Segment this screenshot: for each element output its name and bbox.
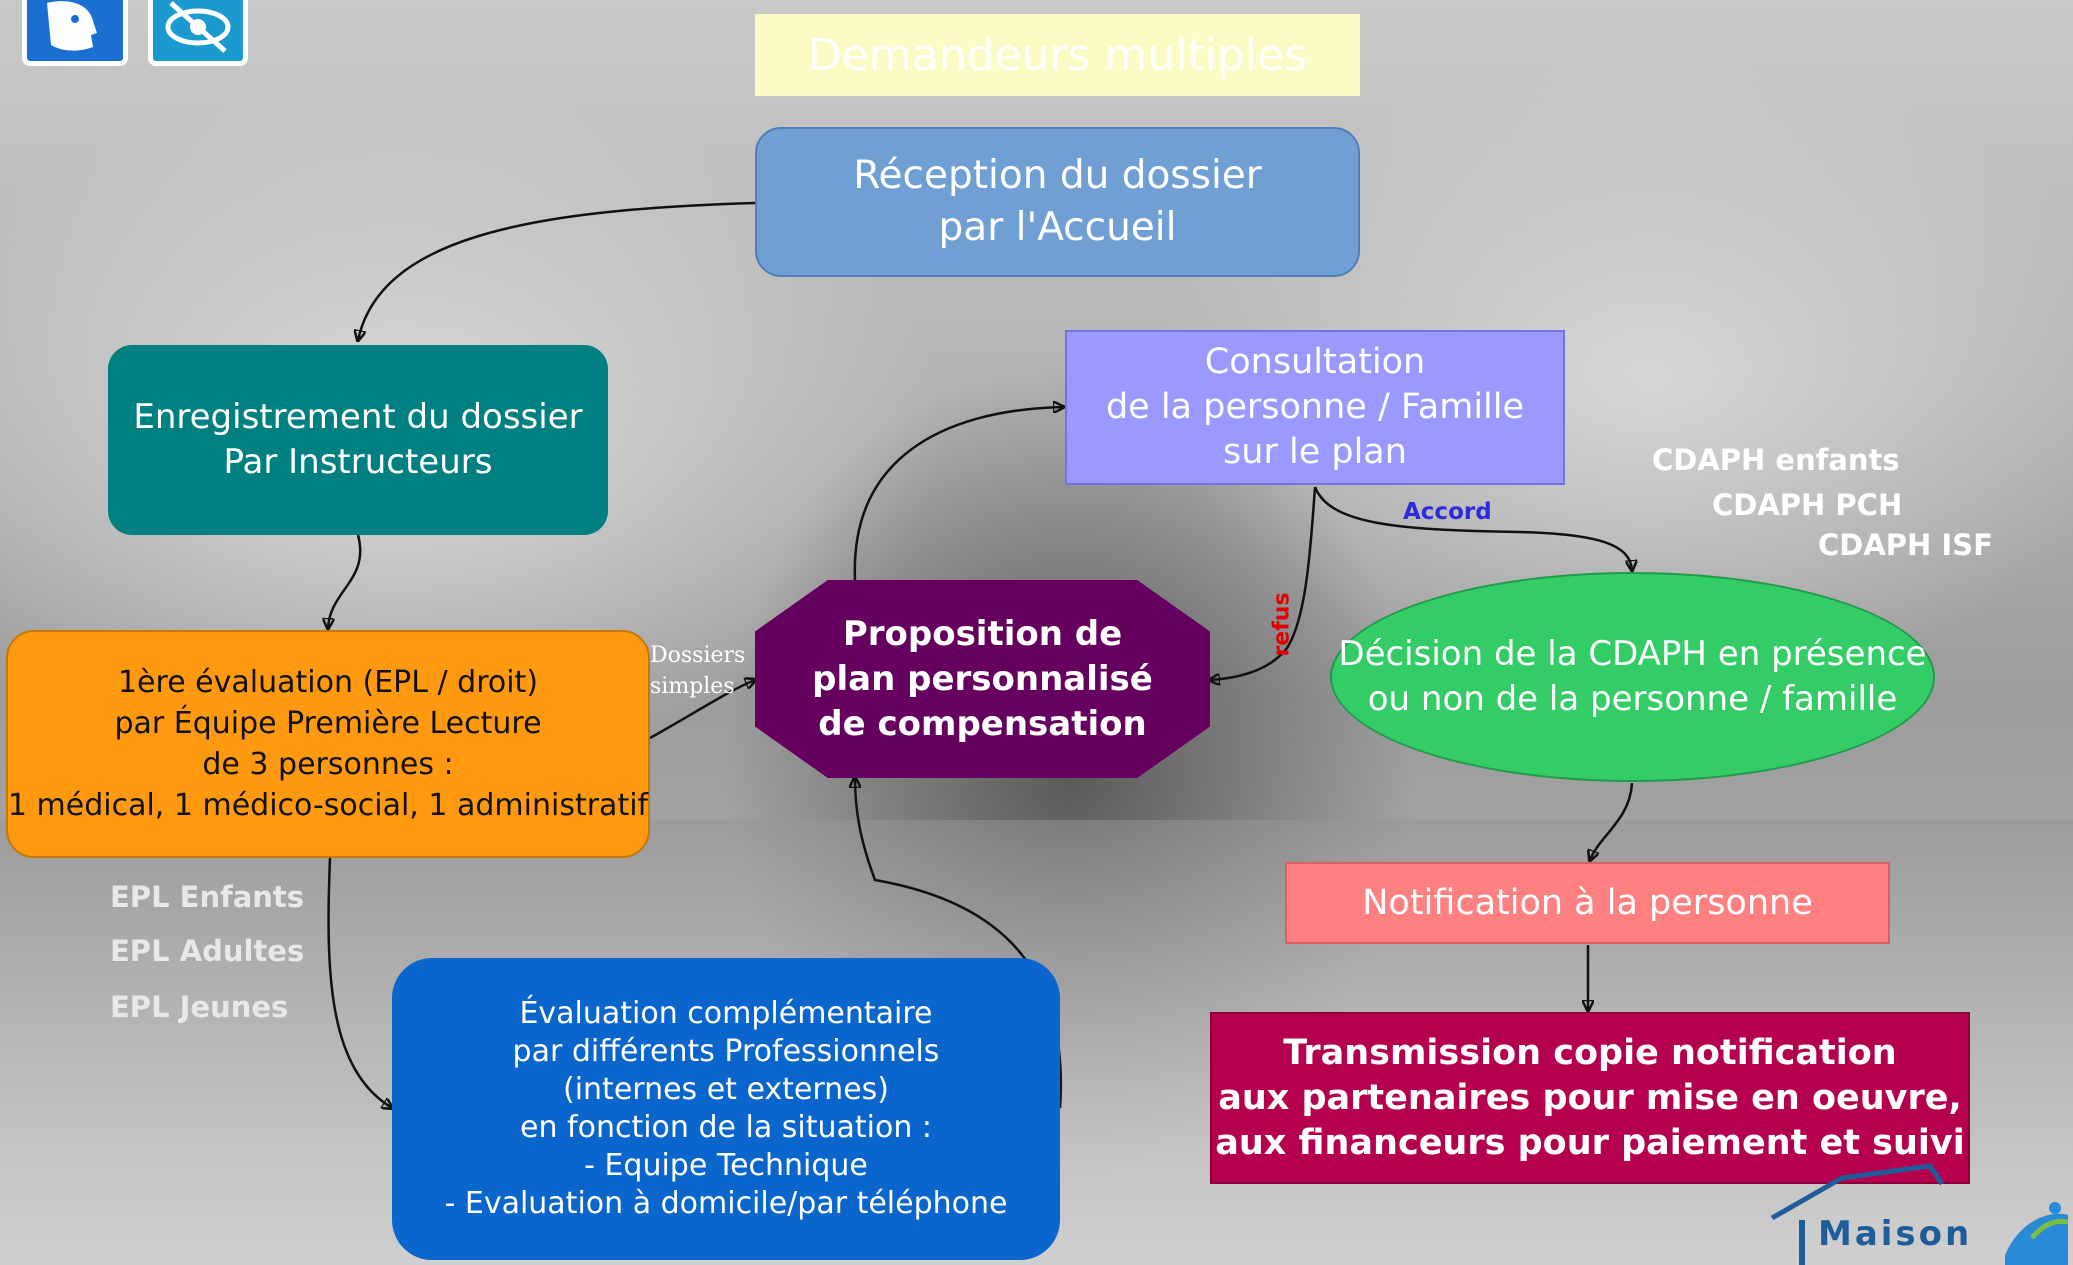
label-dossiers-simples-line-1: Dossiers bbox=[650, 643, 746, 668]
node-notification-line-1: Notification à la personne bbox=[1362, 883, 1813, 923]
node-reception-line-2: par l'Accueil bbox=[938, 205, 1177, 250]
node-evaluation2-line-4: en fonction de la situation : bbox=[520, 1110, 932, 1145]
node-proposition-line-3: de compensation bbox=[818, 703, 1147, 744]
arrow-reception-to-enregistrement bbox=[358, 201, 756, 340]
node-evaluation1-line-2: par Équipe Première Lecture bbox=[114, 706, 542, 741]
label-accord: Accord bbox=[1403, 499, 1492, 525]
node-enregistrement: Enregistrement du dossier Par Instructeu… bbox=[108, 345, 608, 535]
node-consultation-line-1: Consultation bbox=[1204, 342, 1426, 382]
node-evaluation1: 1ère évaluation (EPL / droit) par Équipe… bbox=[6, 630, 650, 858]
node-transmission-line-3: aux financeurs pour paiement et suivi bbox=[1215, 1122, 1965, 1163]
node-reception: Réception du dossier par l'Accueil bbox=[755, 127, 1360, 277]
node-transmission-line-2: aux partenaires pour mise en oeuvre, bbox=[1218, 1077, 1962, 1118]
node-notification: Notification à la personne bbox=[1285, 862, 1890, 944]
node-enregistrement-line-1: Enregistrement du dossier bbox=[133, 397, 583, 437]
node-consultation-line-3: sur le plan bbox=[1223, 432, 1407, 472]
node-evaluation2-line-6: - Evaluation à domicile/par téléphone bbox=[444, 1186, 1008, 1221]
node-evaluation1-line-3: de 3 personnes : bbox=[202, 747, 454, 782]
arrow-decision-to-notification bbox=[1590, 782, 1634, 860]
node-reception-line-1: Réception du dossier bbox=[853, 153, 1262, 198]
page-title: Demandeurs multiples bbox=[755, 14, 1360, 96]
node-proposition-line-1: Proposition de bbox=[842, 613, 1123, 654]
label-cdaph-isf: CDAPH ISF bbox=[1818, 528, 1993, 562]
arrow-consultation-to-decision bbox=[1313, 486, 1632, 570]
label-epl-adultes: EPL Adultes bbox=[110, 934, 305, 968]
arrow-evaluation1-to-evaluation2 bbox=[327, 857, 392, 1108]
node-transmission: Transmission copie notification aux part… bbox=[1210, 1012, 1970, 1184]
logo: Maison bbox=[1770, 1160, 2070, 1265]
label-dossiers-simples: Dossiers simples bbox=[650, 640, 745, 702]
label-cdaph-enfants: CDAPH enfants bbox=[1652, 443, 1900, 477]
label-epl-enfants: EPL Enfants bbox=[110, 880, 305, 914]
node-decision: Décision de la CDAPH en présence ou non … bbox=[1330, 572, 1935, 782]
arrow-consultation-to-proposition bbox=[1210, 486, 1317, 680]
node-decision-line-1: Décision de la CDAPH en présence bbox=[1338, 634, 1927, 674]
node-decision-line-2: ou non de la personne / famille bbox=[1367, 679, 1898, 719]
arrow-proposition-to-consultation bbox=[853, 407, 1063, 581]
label-dossiers-simples-line-2: simples bbox=[650, 674, 735, 699]
node-consultation-line-2: de la personne / Famille bbox=[1105, 387, 1525, 427]
node-evaluation2: Évaluation complémentaire par différents… bbox=[392, 958, 1060, 1260]
logo-text: Maison bbox=[1818, 1214, 1973, 1254]
arrow-enregistrement-to-evaluation1 bbox=[328, 534, 362, 628]
node-consultation: Consultation de la personne / Famille su… bbox=[1065, 330, 1565, 485]
label-epl-jeunes: EPL Jeunes bbox=[110, 990, 289, 1024]
node-evaluation2-line-2: par différents Professionnels bbox=[512, 1034, 940, 1069]
page-title-text: Demandeurs multiples bbox=[807, 29, 1308, 81]
node-evaluation1-line-4: 1 médical, 1 médico-social, 1 administra… bbox=[7, 788, 649, 823]
node-proposition-line-2: plan personnalisé bbox=[812, 658, 1153, 699]
node-proposition: Proposition de plan personnalisé de comp… bbox=[755, 580, 1210, 778]
arrow-evaluation1-to-proposition bbox=[649, 680, 755, 740]
node-evaluation2-line-5: - Equipe Technique bbox=[584, 1148, 868, 1183]
eye-crossed-icon bbox=[148, 0, 248, 66]
label-refus: refus bbox=[1269, 592, 1295, 657]
face-profile-icon bbox=[22, 0, 128, 66]
node-evaluation2-line-1: Évaluation complémentaire bbox=[519, 996, 933, 1031]
node-enregistrement-line-2: Par Instructeurs bbox=[223, 442, 493, 482]
node-evaluation1-line-1: 1ère évaluation (EPL / droit) bbox=[117, 665, 539, 700]
node-evaluation2-line-3: (internes et externes) bbox=[563, 1072, 889, 1107]
node-transmission-line-1: Transmission copie notification bbox=[1283, 1032, 1897, 1073]
label-cdaph-pch: CDAPH PCH bbox=[1712, 488, 1903, 522]
logo-roof-icon bbox=[1770, 1163, 2069, 1265]
